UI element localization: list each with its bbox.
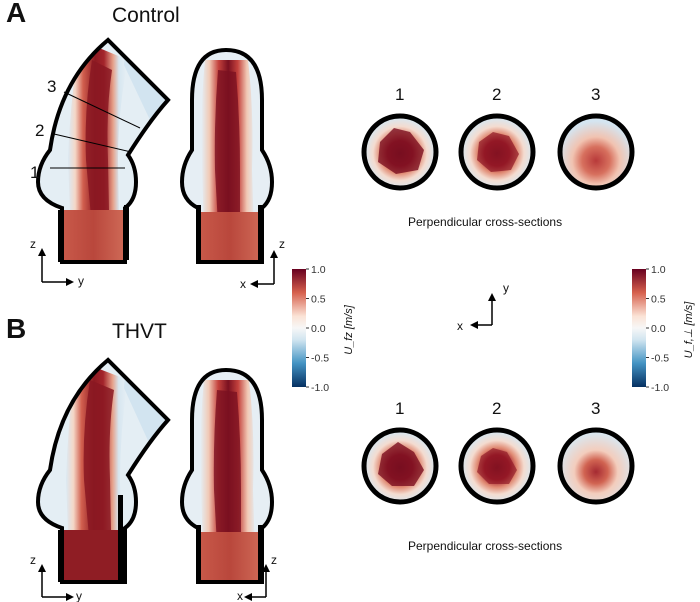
svg-text:x: x: [457, 319, 463, 333]
svg-text:z: z: [30, 553, 36, 567]
colorbar-right-tick-label: 0.0: [651, 323, 666, 335]
colorbar-left-tick-label: -0.5: [311, 353, 329, 365]
colorbar-right-tick-label: -0.5: [651, 353, 669, 365]
panel-a-xz-slice: [180, 48, 274, 264]
colorbar-left-tick-label: -1.0: [311, 382, 329, 394]
svg-text:z: z: [30, 237, 36, 251]
panel-b-axes-xz: z x: [237, 553, 277, 602]
panel-b-letter: B: [6, 313, 26, 344]
colorbar-right: 1.0 0.5 0.0 -0.5 -1.0 U_f,⊥ [m/s]: [632, 264, 695, 394]
section-label-1: 1: [30, 163, 39, 182]
svg-text:3: 3: [591, 399, 600, 418]
panel-b-title: THVT: [112, 320, 167, 343]
svg-text:y: y: [503, 281, 509, 295]
panel-a-axes-yz: z y: [30, 237, 84, 288]
svg-text:z: z: [279, 237, 285, 251]
svg-text:Perpendicular cross-sections: Perpendicular cross-sections: [408, 539, 562, 553]
colorbar-right-tick-label: -1.0: [651, 382, 669, 394]
panel-b-yz-slice: [36, 358, 170, 584]
cross-section-b-2: [458, 427, 536, 505]
panel-a-letter: A: [6, 0, 26, 28]
svg-text:z: z: [271, 553, 277, 567]
svg-text:2: 2: [492, 85, 501, 104]
svg-text:x: x: [237, 589, 243, 602]
cross-section-b-3: [557, 427, 635, 505]
colorbar-right-label: U_f,⊥ [m/s]: [683, 301, 695, 359]
cross-section-b-1: [361, 427, 439, 505]
section-label-3: 3: [47, 77, 56, 96]
section-line-3: [63, 91, 141, 129]
section-label-2: 2: [35, 121, 44, 140]
svg-text:3: 3: [591, 85, 600, 104]
cross-section-a-3: [557, 113, 635, 191]
colorbar-right-tick-label: 0.5: [651, 294, 666, 306]
panel-b-xz-slice: [180, 368, 274, 584]
panel-b-cross-sections: 1 2 3 Perpendicular cross-sections: [361, 399, 635, 553]
colorbar-right-tick-label: 1.0: [651, 264, 666, 276]
cross-section-a-2: [458, 113, 536, 191]
svg-text:1: 1: [395, 85, 404, 104]
center-axes-xy: y x: [457, 281, 509, 333]
colorbar-left-label: U_fz [m/s]: [343, 304, 355, 354]
svg-text:2: 2: [492, 399, 501, 418]
svg-text:y: y: [78, 274, 84, 288]
cross-section-a-1: [361, 113, 439, 191]
colorbar-left-tick-label: 0.5: [311, 294, 326, 306]
panel-a-axes-xz: z x: [240, 237, 285, 291]
svg-text:1: 1: [395, 399, 404, 418]
svg-text:Perpendicular cross-sections: Perpendicular cross-sections: [408, 215, 562, 229]
svg-text:x: x: [240, 277, 246, 291]
panel-a-yz-slice: [36, 38, 170, 264]
colorbar-left: 1.0 0.5 0.0 -0.5 -1.0 U_fz [m/s]: [292, 264, 355, 394]
panel-a-title: Control: [112, 4, 180, 27]
svg-text:y: y: [76, 589, 82, 602]
section-line-2: [53, 133, 132, 153]
panel-a-cross-sections: 1 2 3 Perpendicular cross-sections: [361, 85, 635, 229]
colorbar-left-tick-label: 1.0: [311, 264, 326, 276]
colorbar-left-tick-label: 0.0: [311, 323, 326, 335]
panel-b-axes-yz: z y: [30, 553, 82, 602]
